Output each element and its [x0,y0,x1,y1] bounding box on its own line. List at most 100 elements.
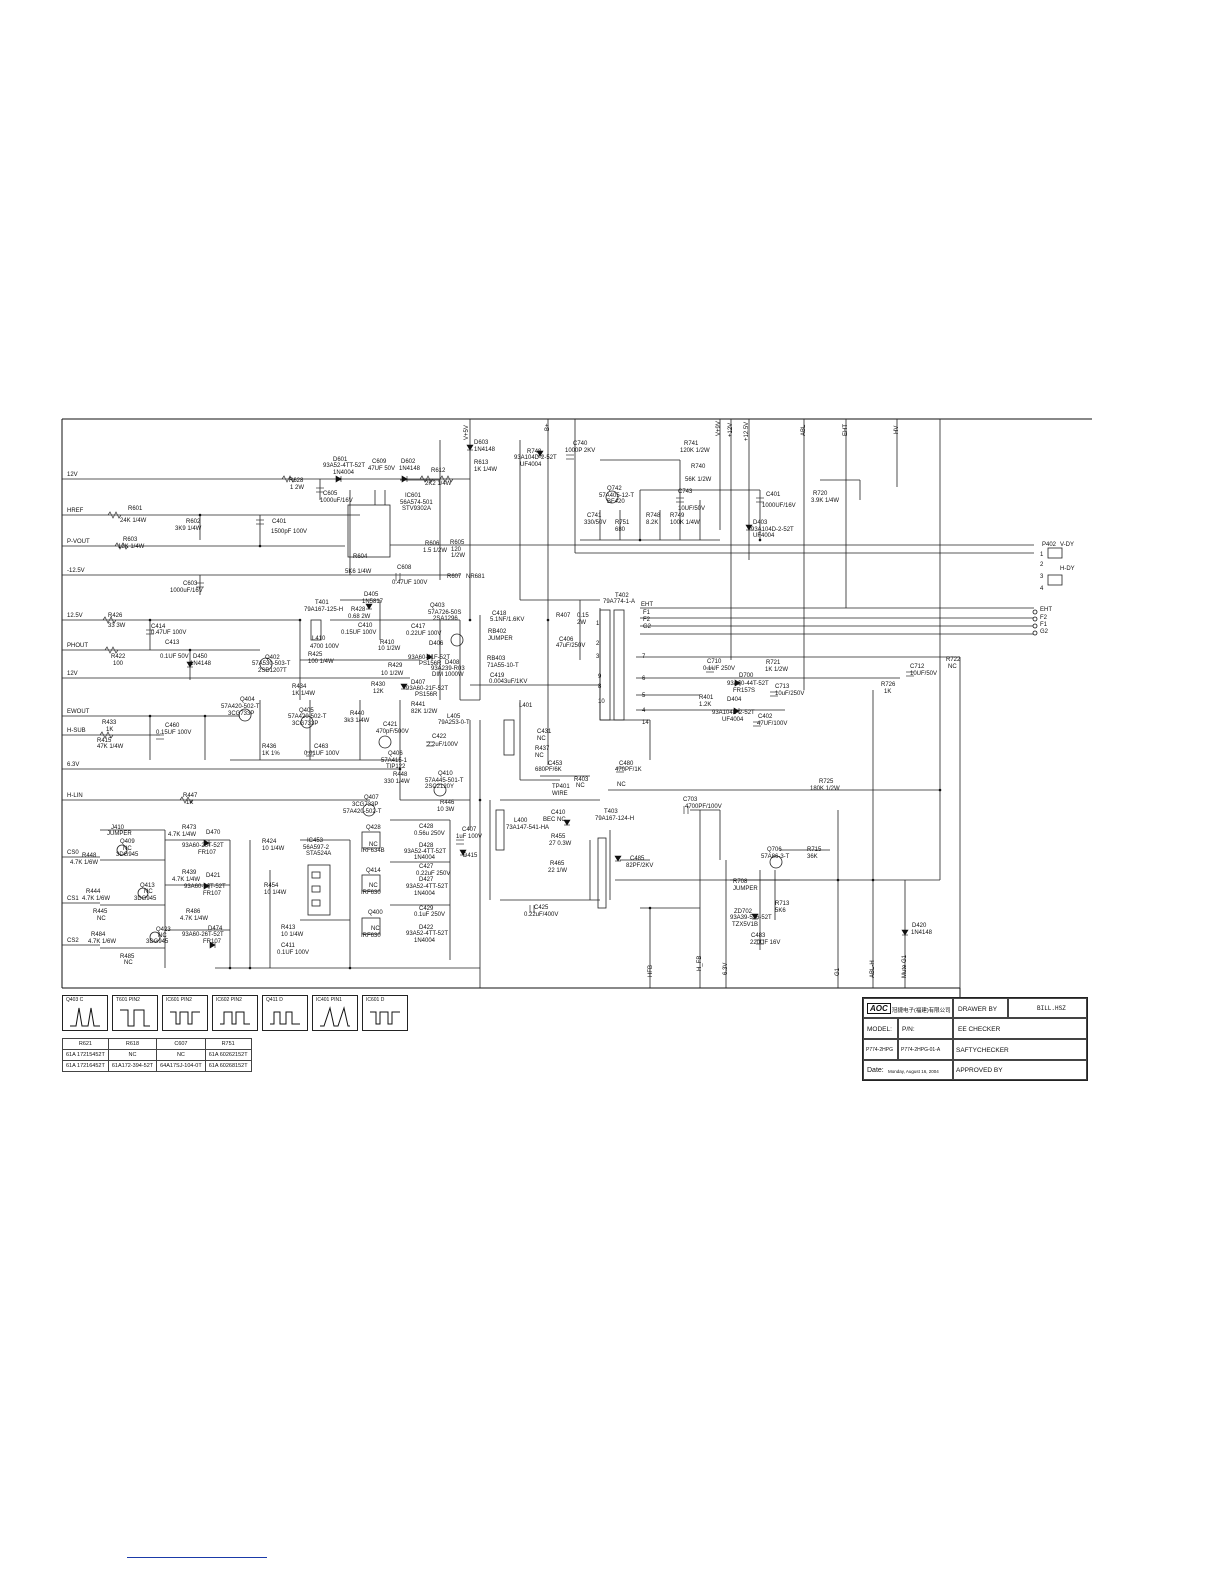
component-label: 93A60-21F-52T [408,655,451,661]
waveform-label: IC602 PIN2 [216,997,242,1003]
component-label: L405 [447,714,461,720]
component-label: JUMPER [733,886,758,892]
component-label: R433 [102,720,117,726]
component-label: RB403 [487,656,506,662]
component-label: IRF634B [361,848,385,854]
model-label-cell: MODEL: [863,1018,898,1039]
component-label: R603 [123,537,138,543]
component-label: 4700PF/100V [685,804,722,810]
drawer-name-cell: BILL.HSZ [1008,998,1087,1018]
component-label: 0.68 2W [348,614,371,620]
component-label: C402 [758,714,773,720]
component-label: R434 [292,684,307,690]
component-label: 1N4004 [414,855,436,861]
component-label: UF4004 [722,717,744,723]
component-label: 93A60-26T-52T [182,932,224,938]
component-label: 93A60-26T-52T [182,843,224,849]
ee-checker-cell: EE CHECKER [953,1018,1087,1039]
component-label: C603 [183,581,198,587]
component-label: Q410 [438,771,453,777]
waveform-trace [70,1007,100,1027]
component-label: 93A39-536-52T [730,915,772,921]
component-label: FR107 [198,850,217,856]
component-label: 10 1/4W [281,932,304,938]
component-label: R748 [646,513,661,519]
component-label: 330 1/4W [384,779,410,785]
component-label: 1N4148 [911,930,933,936]
net-label: ABL [801,424,807,436]
component-label: 680PF/6K [535,767,562,773]
component-label: D403 [753,520,768,526]
component-label: 5K6 [775,908,786,914]
bom-cell: NC [107,1049,158,1061]
component-label: Q406 [388,751,403,757]
component-label: 79A167-125-H [304,607,344,613]
rail-label-12v_a: 12V [67,472,78,478]
component-label: 1N4148 [399,466,421,472]
waveform-label: Q411 D [266,997,283,1003]
component-label: 57A530-503-T [252,661,291,667]
component-label: 2SA1296 [433,616,458,622]
waveform-box: Q403 C [62,995,108,1031]
component-label: P402 [1042,542,1057,548]
component-label: T403 [604,809,618,815]
component-label: 1uF 100V [456,834,483,840]
component-label: F2 [1040,615,1048,621]
component-label: 220UF 16V [750,940,781,946]
component-label: C463 [314,744,329,750]
component-label: R403 [574,777,589,783]
rail-label-12v_b: 12V [67,671,78,677]
svg-text:2: 2 [596,641,600,647]
rail-label-phout: PHOUT [67,643,88,649]
component-label: UF4004 [520,462,542,468]
component-label: 10 1/4W [262,846,285,852]
component-label: 10uF/250V [775,691,805,697]
component-label: C483 [751,933,766,939]
component-label: 10UF/50V [678,506,706,512]
component-label: R613 [474,460,489,466]
component-label: STV9302A [402,506,432,512]
svg-text:4: 4 [642,708,646,714]
component-label: NC [537,736,546,742]
component-label: 1.5 1/2W [423,548,448,554]
diode-symbols [186,444,909,949]
component-label: 93A104D-2-52T [712,710,755,716]
waveform-label: IC601 PIN2 [166,997,192,1003]
component-label: 0.0043uF/1KV [489,679,528,685]
component-label: R612 [431,468,446,474]
component-label: C414 [151,624,166,630]
component-label: NC [158,933,167,939]
component-label: R429 [388,663,403,669]
component-label: C741 [587,513,602,519]
component-label: 1K 1/4W [292,691,316,697]
component-label: D422 [419,925,434,931]
component-label: 47uF/250V [556,643,586,649]
svg-text:4: 4 [1040,586,1044,592]
rail-label-m12v: -12.5V [67,568,85,574]
component-label: 57A405-12-T [599,493,635,499]
component-label: FR107 [203,939,222,945]
bom-cell: 61A 17215452T [62,1049,109,1061]
model-value: P774-2HPG [866,1047,893,1053]
component-label: R715 [807,847,822,853]
component-label: 4.7K 1/6W [88,939,117,945]
component-label: R602 [186,519,201,525]
component-label: 3DG945 [134,896,157,902]
component-label: 1000uF/16V [170,588,203,594]
component-label: G2 [1040,629,1049,635]
schematic-frame [61,418,1092,998]
component-label: R726 [881,682,896,688]
component-label: 0.47UF 100V [392,580,428,586]
component-label: C413 [165,640,180,646]
waveform-box: IC602 PIN2 [212,995,258,1031]
component-label: R428 [351,607,366,613]
component-label: 3CG733P [292,721,319,727]
component-label: R473 [182,825,197,831]
component-label: C609 [372,459,387,465]
component-label: 93A104D-2-52T [514,455,557,461]
net-label: HFB [648,965,654,977]
component-label: 1K [106,727,114,733]
rail-label-cs0: CS0 [67,850,79,856]
